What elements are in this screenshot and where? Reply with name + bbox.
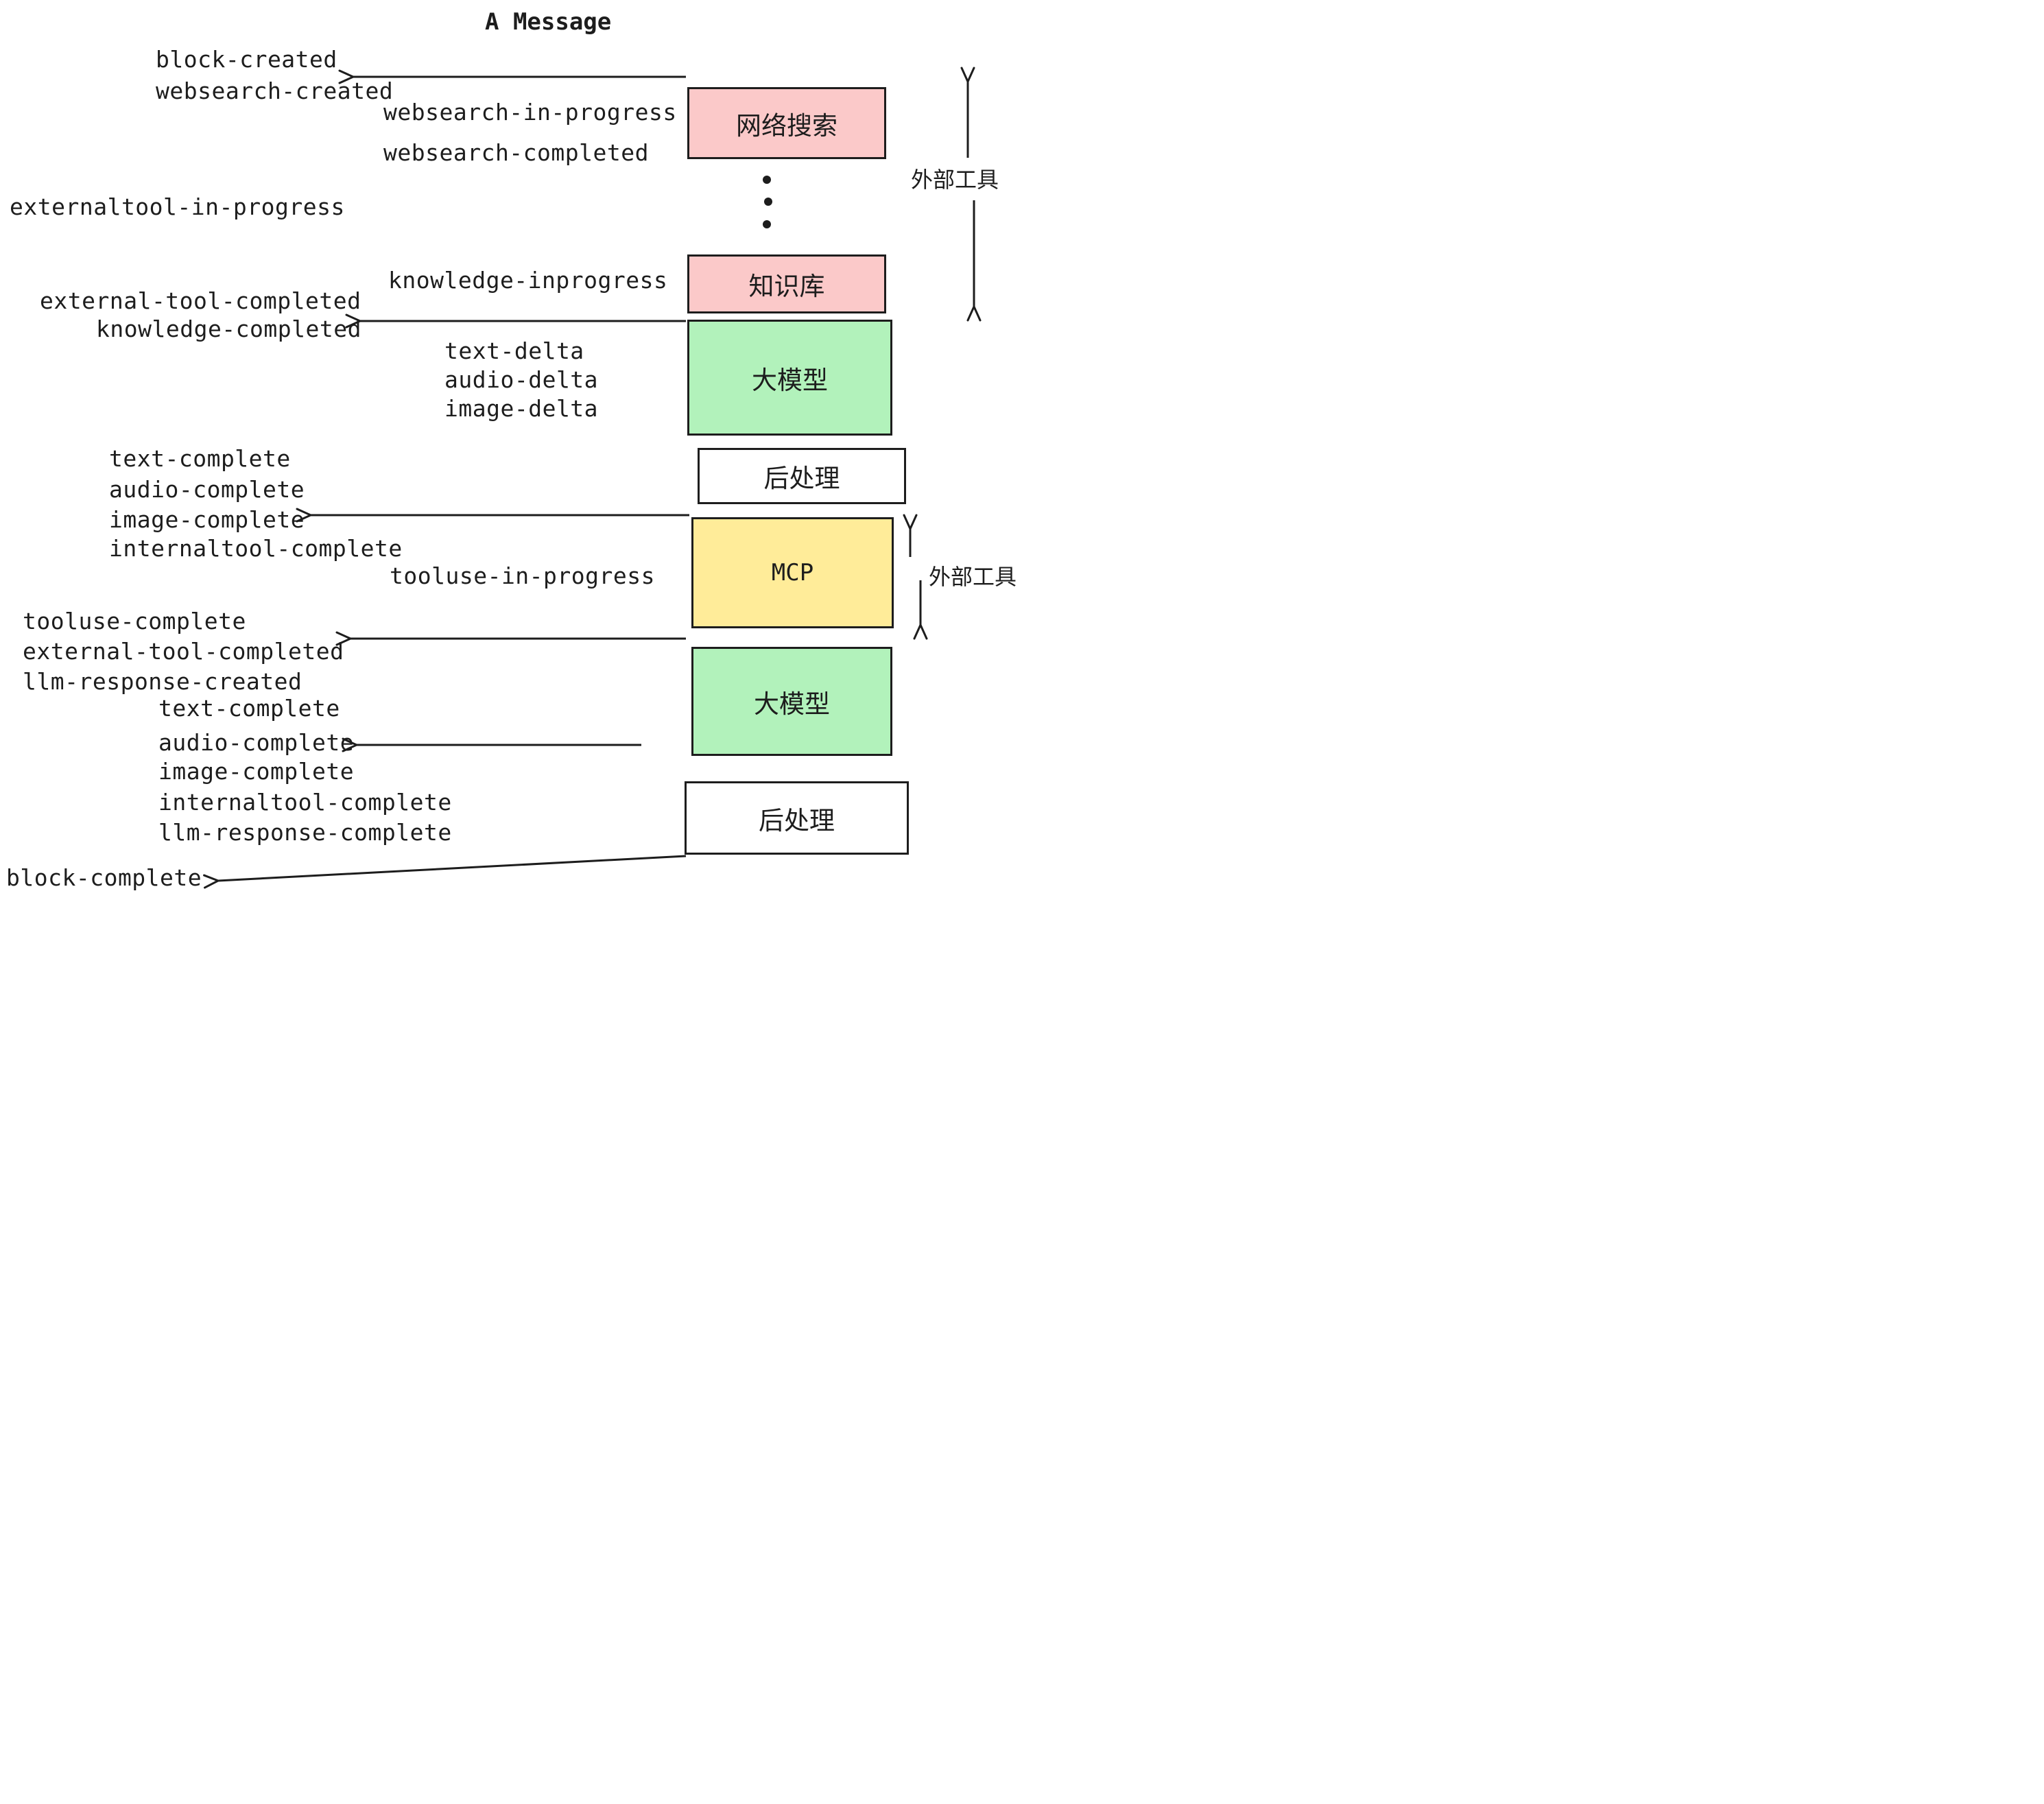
box-postprocess-1: 后处理 <box>698 448 906 504</box>
event-tooluse-in-progress: tooluse-in-progress <box>390 562 655 589</box>
event-text-complete-1: text-complete <box>109 445 291 472</box>
event-audio-delta-1: audio-delta <box>444 366 599 393</box>
event-knowledge-inprogress: knowledge-inprogress <box>388 267 668 294</box>
event-image-delta-1: image-delta <box>444 395 599 422</box>
diagram-title: A Message <box>485 8 612 36</box>
event-text-complete-2: text-complete <box>158 695 340 722</box>
box-mcp-label: MCP <box>771 559 814 586</box>
event-llm-response-created: llm-response-created <box>23 668 302 695</box>
event-knowledge-completed: knowledge-completed <box>96 316 361 342</box>
label-external-tools-bottom: 外部工具 <box>929 564 1017 590</box>
event-internaltool-complete-2: internaltool-complete <box>158 789 452 816</box>
box-postprocess-2-label: 后处理 <box>759 805 835 835</box>
box-knowledge-label: 知识库 <box>748 272 825 301</box>
label-external-tools-top: 外部工具 <box>911 167 999 193</box>
box-mcp: MCP <box>691 517 894 628</box>
box-llm-2: 大模型 <box>691 647 892 756</box>
message-stream-diagram: A Message block-created websearch-create… <box>0 0 1022 902</box>
event-audio-complete-2: audio-complete <box>158 729 355 756</box>
event-image-complete-2: image-complete <box>158 758 355 785</box>
box-websearch: 网络搜索 <box>687 87 886 159</box>
event-tooluse-complete: tooluse-complete <box>23 608 246 634</box>
event-websearch-completed: websearch-completed <box>383 139 649 166</box>
box-llm-1: 大模型 <box>687 320 892 436</box>
event-websearch-in-progress: websearch-in-progress <box>383 99 677 126</box>
event-internaltool-complete-1: internaltool-complete <box>109 535 403 562</box>
event-external-tool-completed-2: external-tool-completed <box>23 638 344 665</box>
arrow-block-complete <box>218 855 687 881</box>
box-postprocess-1-label: 后处理 <box>763 464 840 493</box>
box-llm-1-label: 大模型 <box>752 365 828 395</box>
event-llm-response-complete: llm-response-complete <box>158 819 452 846</box>
box-knowledge: 知识库 <box>687 254 886 313</box>
event-block-created: block-created <box>156 46 337 73</box>
box-postprocess-2: 后处理 <box>685 781 909 855</box>
event-image-complete-1: image-complete <box>109 506 305 533</box>
event-externaltool-in-progress: externaltool-in-progress <box>10 193 345 220</box>
event-text-delta-1: text-delta <box>444 337 584 364</box>
ellipsis-dots-icon <box>763 176 772 228</box>
event-external-tool-completed-1: external-tool-completed <box>40 287 361 314</box>
event-block-complete: block-complete <box>6 864 202 891</box>
event-audio-complete-1: audio-complete <box>109 476 305 503</box>
event-websearch-created: websearch-created <box>156 78 394 104</box>
box-llm-2-label: 大模型 <box>754 689 830 719</box>
box-websearch-label: 网络搜索 <box>736 110 837 141</box>
